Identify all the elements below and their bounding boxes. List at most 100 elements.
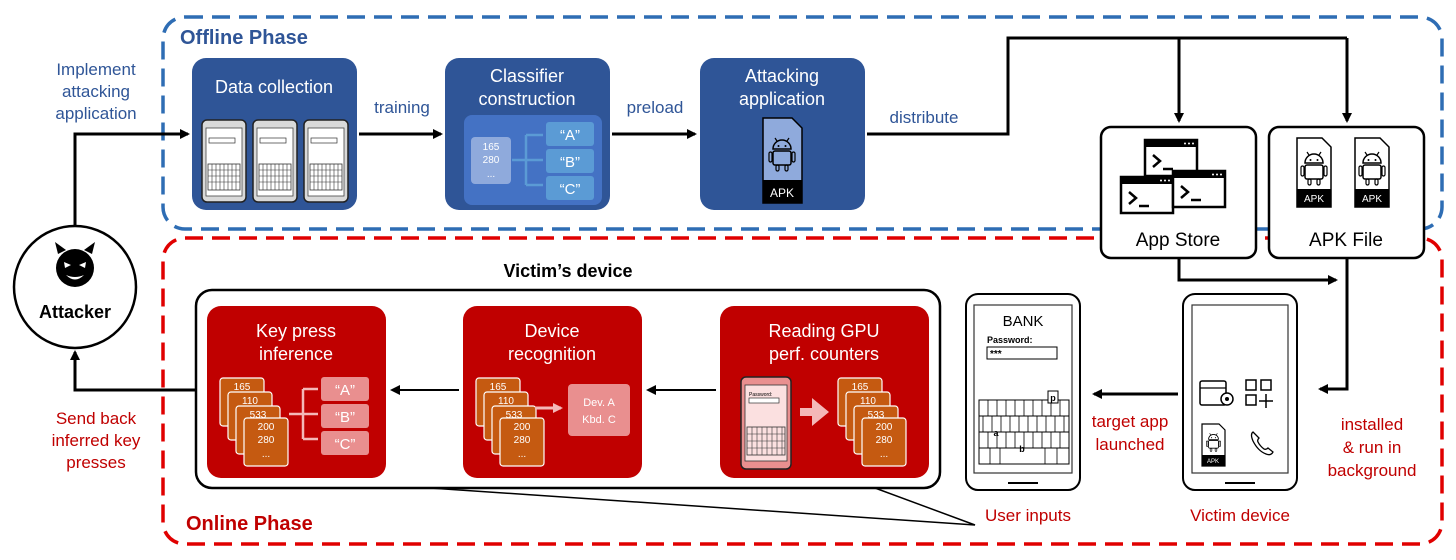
phone-call-icon — [1250, 431, 1274, 456]
victim-device-label: Victim device — [1190, 506, 1290, 525]
apps-grid-icon — [1245, 379, 1273, 408]
send-back-label-2: inferred key — [52, 431, 141, 450]
kp-value-2: 110 — [242, 396, 258, 407]
classifier-output-c — [546, 176, 594, 200]
devil-icon — [55, 242, 95, 287]
implement-label-1: Implement — [56, 60, 136, 79]
device-result-1: Dev. A — [583, 397, 615, 409]
dr-value-4: 200 — [514, 422, 531, 433]
gpu-value-2: 110 — [860, 396, 876, 407]
key-output-a-label: “A” — [335, 382, 355, 399]
dr-value-6: ... — [518, 449, 526, 460]
device-recognition-label-1: Device — [524, 321, 579, 341]
classifier-output-a — [546, 122, 594, 146]
user-inputs-label: User inputs — [985, 506, 1071, 525]
apk-file-icon-1-label: APK — [1304, 194, 1324, 205]
send-back-label-1: Send back — [56, 409, 137, 428]
bank-phone — [965, 293, 1081, 491]
gpu-value-1: 165 — [852, 382, 869, 393]
key-press-counter-stack — [219, 377, 289, 467]
data-collection-label: Data collection — [215, 77, 333, 97]
bank-key-p: p — [1050, 393, 1056, 403]
gpu-phone-password-label: Password: — [749, 392, 772, 398]
kp-value-6: ... — [262, 449, 270, 460]
classifier-value-3: ... — [487, 169, 495, 180]
classifier-output-a-label: “A” — [560, 127, 580, 144]
arrow-inference-to-attacker — [70, 350, 196, 392]
bank-title: BANK — [1003, 313, 1044, 330]
key-press-fork — [289, 387, 318, 441]
gpu-read-arrow — [800, 398, 829, 426]
attacking-app-label-1: Attacking — [745, 66, 819, 86]
target-app-label-2: launched — [1095, 435, 1164, 454]
app-store-label: App Store — [1136, 230, 1221, 251]
key-output-b — [321, 404, 369, 428]
settings-icon — [1199, 380, 1234, 406]
distribute-label: distribute — [890, 108, 959, 127]
classifier-label-1: Classifier — [490, 66, 564, 86]
dr-value-1: 165 — [490, 382, 507, 393]
classifier-label-2: construction — [478, 89, 575, 109]
collection-phones — [201, 119, 349, 203]
apk-app-icon — [1201, 423, 1226, 467]
gpu-value-4: 200 — [876, 422, 893, 433]
apk-icon — [762, 117, 803, 204]
bank-key-b: b — [1019, 444, 1025, 454]
bank-keyboard — [978, 390, 1070, 465]
classifier-fork — [512, 133, 543, 187]
gpu-counter-stack — [837, 377, 907, 467]
send-back-label-3: presses — [66, 453, 126, 472]
apk-drop-line — [1318, 258, 1349, 394]
installed-label-2: & run in — [1343, 438, 1402, 457]
target-app-label-1: target app — [1092, 412, 1169, 431]
callout-pointer — [429, 487, 976, 526]
key-press-label-1: Key press — [256, 321, 336, 341]
apk-file-icon-2 — [1354, 137, 1390, 208]
implement-label-2: attacking — [62, 82, 130, 101]
gpu-value-6: ... — [880, 449, 888, 460]
kp-value-5: 280 — [258, 435, 275, 446]
gpu-value-3: 533 — [868, 410, 885, 421]
kp-value-4: 200 — [258, 422, 275, 433]
classifier-output-b-label: “B” — [560, 154, 580, 171]
kp-value-3: 533 — [250, 410, 267, 421]
dr-value-3: 533 — [506, 410, 523, 421]
training-label: training — [374, 98, 430, 117]
classifier-value-1: 165 — [483, 142, 500, 153]
attacker-label: Attacker — [39, 302, 111, 322]
reading-gpu-label-1: Reading GPU — [768, 321, 879, 341]
attacking-app-label-2: application — [739, 89, 825, 109]
apk-icon-label: APK — [770, 186, 794, 200]
implement-label-3: application — [55, 104, 136, 123]
dr-value-5: 280 — [514, 435, 531, 446]
apk-app-icon-label: APK — [1207, 459, 1219, 465]
key-output-a — [321, 377, 369, 401]
online-phase-title: Online Phase — [186, 513, 313, 535]
gpu-phone — [740, 376, 792, 470]
classifier-output-c-label: “C” — [560, 181, 581, 198]
arrow-attacker-to-data-collection — [73, 129, 190, 226]
apk-file-icon-1 — [1296, 137, 1332, 208]
offline-phase-title: Offline Phase — [180, 27, 308, 49]
key-press-label-2: inference — [259, 344, 333, 364]
kp-value-1: 165 — [234, 382, 251, 393]
dr-value-2: 110 — [498, 396, 514, 407]
classifier-input-values — [471, 137, 511, 184]
recognition-counter-stack — [475, 377, 545, 467]
key-output-c-label: “C” — [335, 436, 356, 453]
preload-label: preload — [627, 98, 684, 117]
apk-file-icon-2-label: APK — [1362, 194, 1382, 205]
bank-password-field — [986, 346, 1058, 360]
bank-password-label: Password: — [987, 335, 1033, 345]
classifier-output-b — [546, 149, 594, 173]
gpu-value-5: 280 — [876, 435, 893, 446]
offline-phase-region — [161, 15, 1444, 231]
reading-gpu-label-2: perf. counters — [769, 344, 879, 364]
apk-file-label: APK File — [1309, 230, 1383, 251]
device-recognition-label-2: recognition — [508, 344, 596, 364]
key-output-c — [321, 431, 369, 455]
bank-key-a: a — [993, 428, 999, 438]
device-result-2: Kbd. C — [582, 414, 616, 426]
installed-label-3: background — [1328, 461, 1417, 480]
